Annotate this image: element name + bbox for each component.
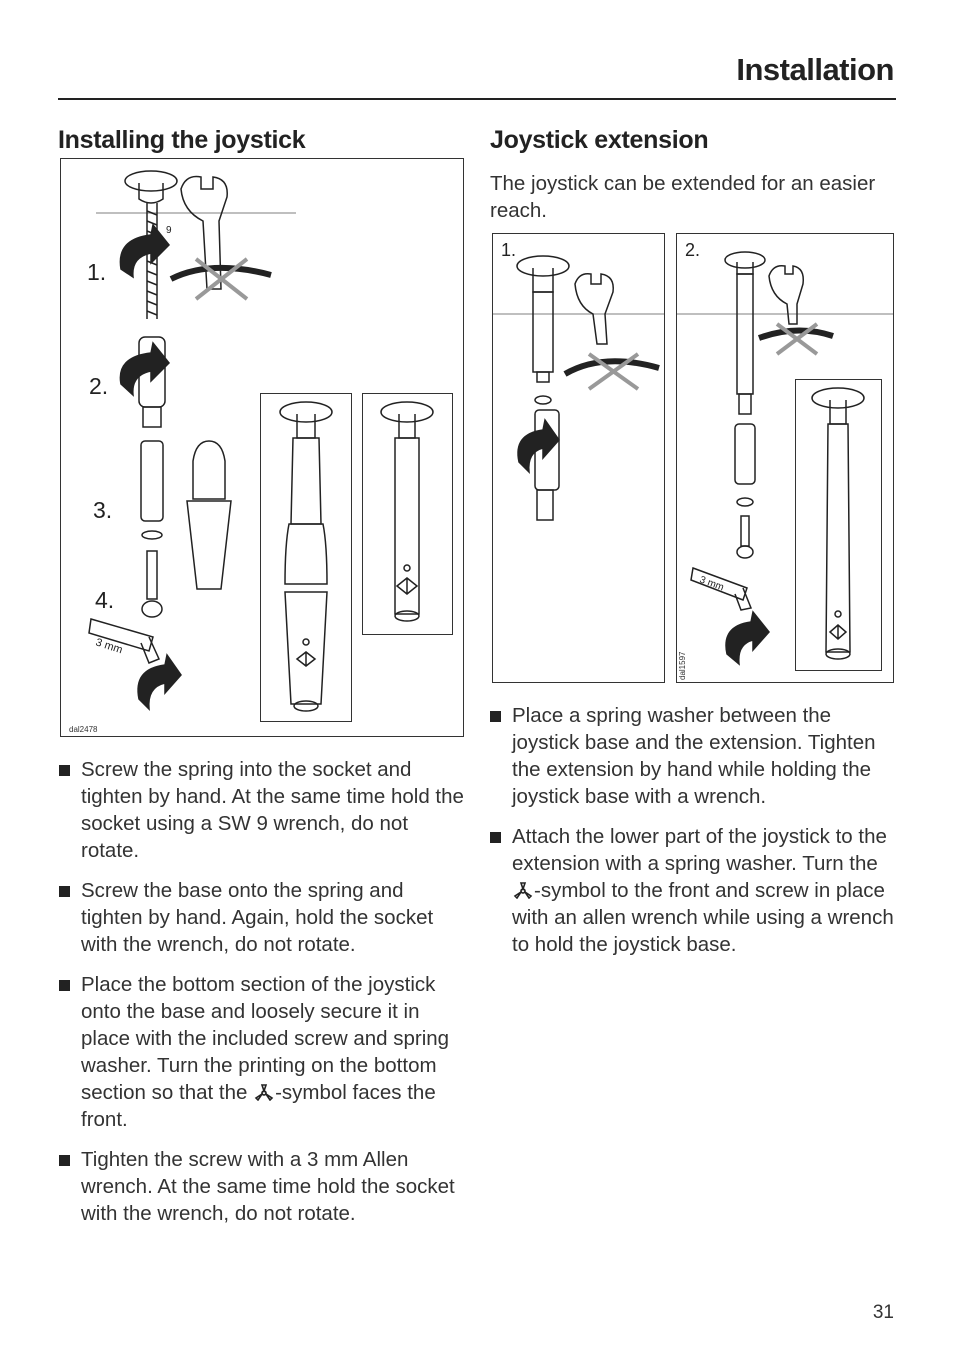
bullet-square-icon	[59, 980, 70, 991]
bullet-square-icon	[490, 711, 501, 722]
joystick-extension-intro: The joystick can be extended for an easi…	[490, 172, 876, 222]
step-number-3: 3.	[93, 497, 113, 523]
fan-symbol-icon	[513, 882, 533, 899]
assembled-joystick-detail-inset	[362, 393, 453, 635]
extension-allen-label: 3 mm	[698, 574, 725, 593]
extension-step2-figure: dal1597 3 mm 2.	[676, 233, 894, 683]
extension-step2-drawing: dal1597 3 mm	[677, 251, 893, 680]
figure-code: dal2478	[69, 725, 98, 734]
bullet-square-icon	[490, 832, 501, 843]
extension-step1-figure: 1.	[492, 233, 665, 683]
instruction-item: Place a spring washer between the joysti…	[490, 702, 900, 810]
assembled-joystick-drawing	[279, 401, 333, 712]
figure-wrench-label: 9	[166, 225, 172, 236]
bullet-square-icon	[59, 765, 70, 776]
installing-joystick-instructions: Screw the spring into the socket and tig…	[59, 756, 469, 1240]
joystick-extension-instructions: Place a spring washer between the joysti…	[490, 702, 900, 971]
page-header-title: Installation	[736, 52, 894, 87]
instruction-item: Screw the base onto the spring and tight…	[59, 877, 469, 958]
bullet-square-icon	[59, 1155, 70, 1166]
extension-panel2-label: 2.	[685, 240, 701, 260]
page-number: 31	[872, 1302, 894, 1323]
assembled-joystick-inset	[260, 393, 352, 722]
joystick-assembly-drawing: 9 3 mm dal2478	[69, 170, 296, 734]
header-rule	[58, 98, 896, 100]
extension-figure-code: dal1597	[678, 651, 687, 680]
instruction-item: Screw the spring into the socket and tig…	[59, 756, 469, 864]
figure-allen-label: 3 mm	[94, 636, 124, 656]
instruction-item: Attach the lower part of the joystick to…	[490, 823, 900, 958]
assembled-joystick-detail-drawing	[380, 401, 434, 622]
installing-joystick-heading: Installing the joystick	[58, 126, 306, 154]
installing-joystick-figure: 9 3 mm dal2478 1. 2. 3. 4.	[60, 158, 464, 737]
step-number-2: 2.	[89, 373, 109, 399]
instruction-item: Tighten the screw with a 3 mm Allen wren…	[59, 1146, 469, 1227]
extension-step1-drawing	[493, 255, 664, 521]
assembled-extension-drawing	[811, 387, 865, 660]
joystick-extension-heading: Joystick extension	[490, 126, 709, 154]
bullet-square-icon	[59, 886, 70, 897]
assembled-extension-inset	[795, 379, 882, 671]
step-number-1: 1.	[87, 259, 107, 285]
instruction-item: Place the bottom section of the joystick…	[59, 971, 469, 1133]
extension-panel1-label: 1.	[501, 240, 517, 260]
step-number-4: 4.	[95, 587, 115, 613]
fan-symbol-icon	[254, 1084, 274, 1101]
